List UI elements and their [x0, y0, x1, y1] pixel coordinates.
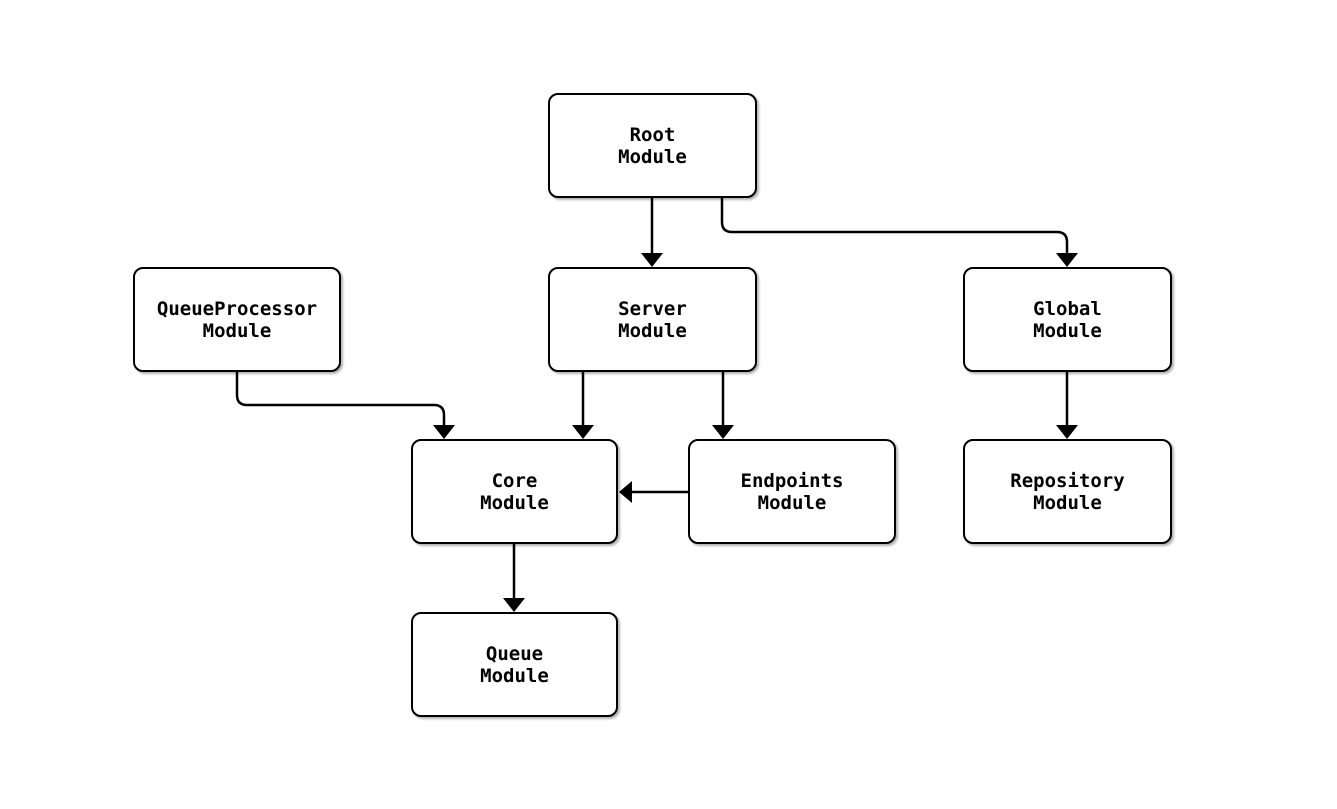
node-core-module-label: Core Module	[480, 469, 549, 514]
node-root-module: Root Module	[548, 93, 757, 198]
edge-endpoints-to-core	[619, 481, 688, 503]
node-queueprocessor-module-label: QueueProcessor Module	[156, 297, 318, 342]
node-core-module: Core Module	[411, 439, 618, 544]
node-server-module-label: Server Module	[618, 297, 687, 342]
node-queue-module: Queue Module	[411, 612, 618, 717]
node-endpoints-module: Endpoints Module	[688, 439, 896, 544]
node-global-module: Global Module	[963, 267, 1172, 372]
edge-server-to-endpoints	[712, 372, 734, 439]
edge-root-to-global	[720, 198, 1078, 267]
node-global-module-label: Global Module	[1033, 297, 1102, 342]
edge-core-to-queue	[503, 544, 525, 612]
node-queue-module-label: Queue Module	[480, 642, 549, 687]
node-repository-module-label: Repository Module	[1010, 469, 1125, 514]
edge-root-to-server	[641, 198, 663, 267]
node-queueprocessor-module: QueueProcessor Module	[133, 267, 341, 372]
node-endpoints-module-label: Endpoints Module	[740, 469, 844, 514]
node-root-module-label: Root Module	[618, 123, 687, 168]
edge-server-to-core	[572, 372, 594, 439]
node-server-module: Server Module	[548, 267, 757, 372]
node-repository-module: Repository Module	[963, 439, 1172, 544]
edge-global-to-repository	[1056, 372, 1078, 439]
edge-queueprocessor-to-core	[235, 372, 455, 439]
